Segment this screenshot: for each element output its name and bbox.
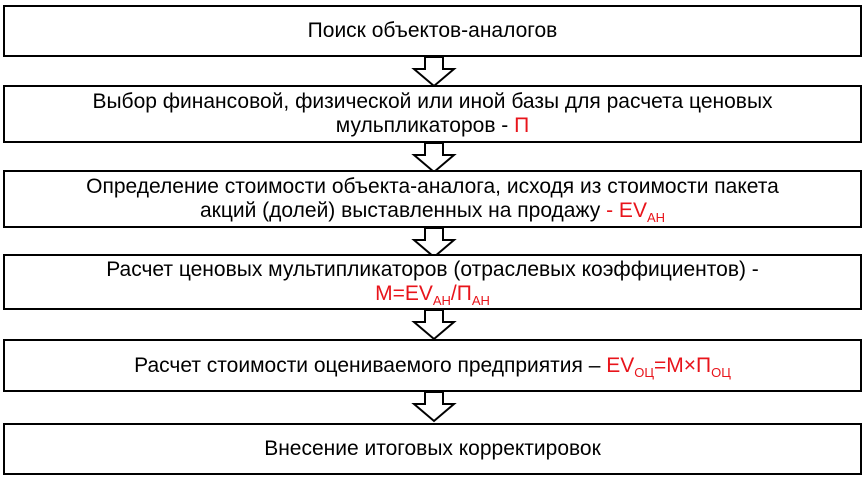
step-text-line1: Расчет ценовых мультипликаторов (отрасле… [106,258,759,281]
down-arrow-icon [411,391,457,423]
step-text-line2: акций (долей) выставленных на продажу - … [199,199,666,225]
step-select-base: Выбор финансовой, физической или иной ба… [3,85,862,143]
step-text-line1: Выбор финансовой, физической или иной ба… [92,90,773,113]
step-final-adjustments: Внесение итоговых корректировок [3,423,862,475]
down-arrow-icon [411,227,457,259]
step-text: Внесение итоговых корректировок [264,437,601,460]
step-estimate-value: Расчет стоимости оцениваемого предприяти… [3,339,862,392]
step-text: Поиск объектов-аналогов [307,19,558,42]
step-search-analogs: Поиск объектов-аналогов [3,5,862,57]
step-text: Расчет стоимости оцениваемого предприяти… [134,353,731,380]
step-text-line1: Определение стоимости объекта-аналога, и… [86,175,779,198]
formula-ev-an: - EVАН [606,199,666,225]
down-arrow-icon [411,142,457,174]
down-arrow-icon [411,309,457,341]
formula-ev-oc: EVОЦ=М×ПОЦ [606,353,731,380]
step-calc-multipliers: Расчет ценовых мультипликаторов (отрасле… [3,254,862,310]
formula-m: М=EVАН/ПАН [375,282,490,308]
step-analog-value: Определение стоимости объекта-аналога, и… [3,170,862,228]
formula-p: П [514,114,530,137]
down-arrow-icon [411,56,457,88]
step-text-line2: мульпликаторов - П [335,114,530,137]
